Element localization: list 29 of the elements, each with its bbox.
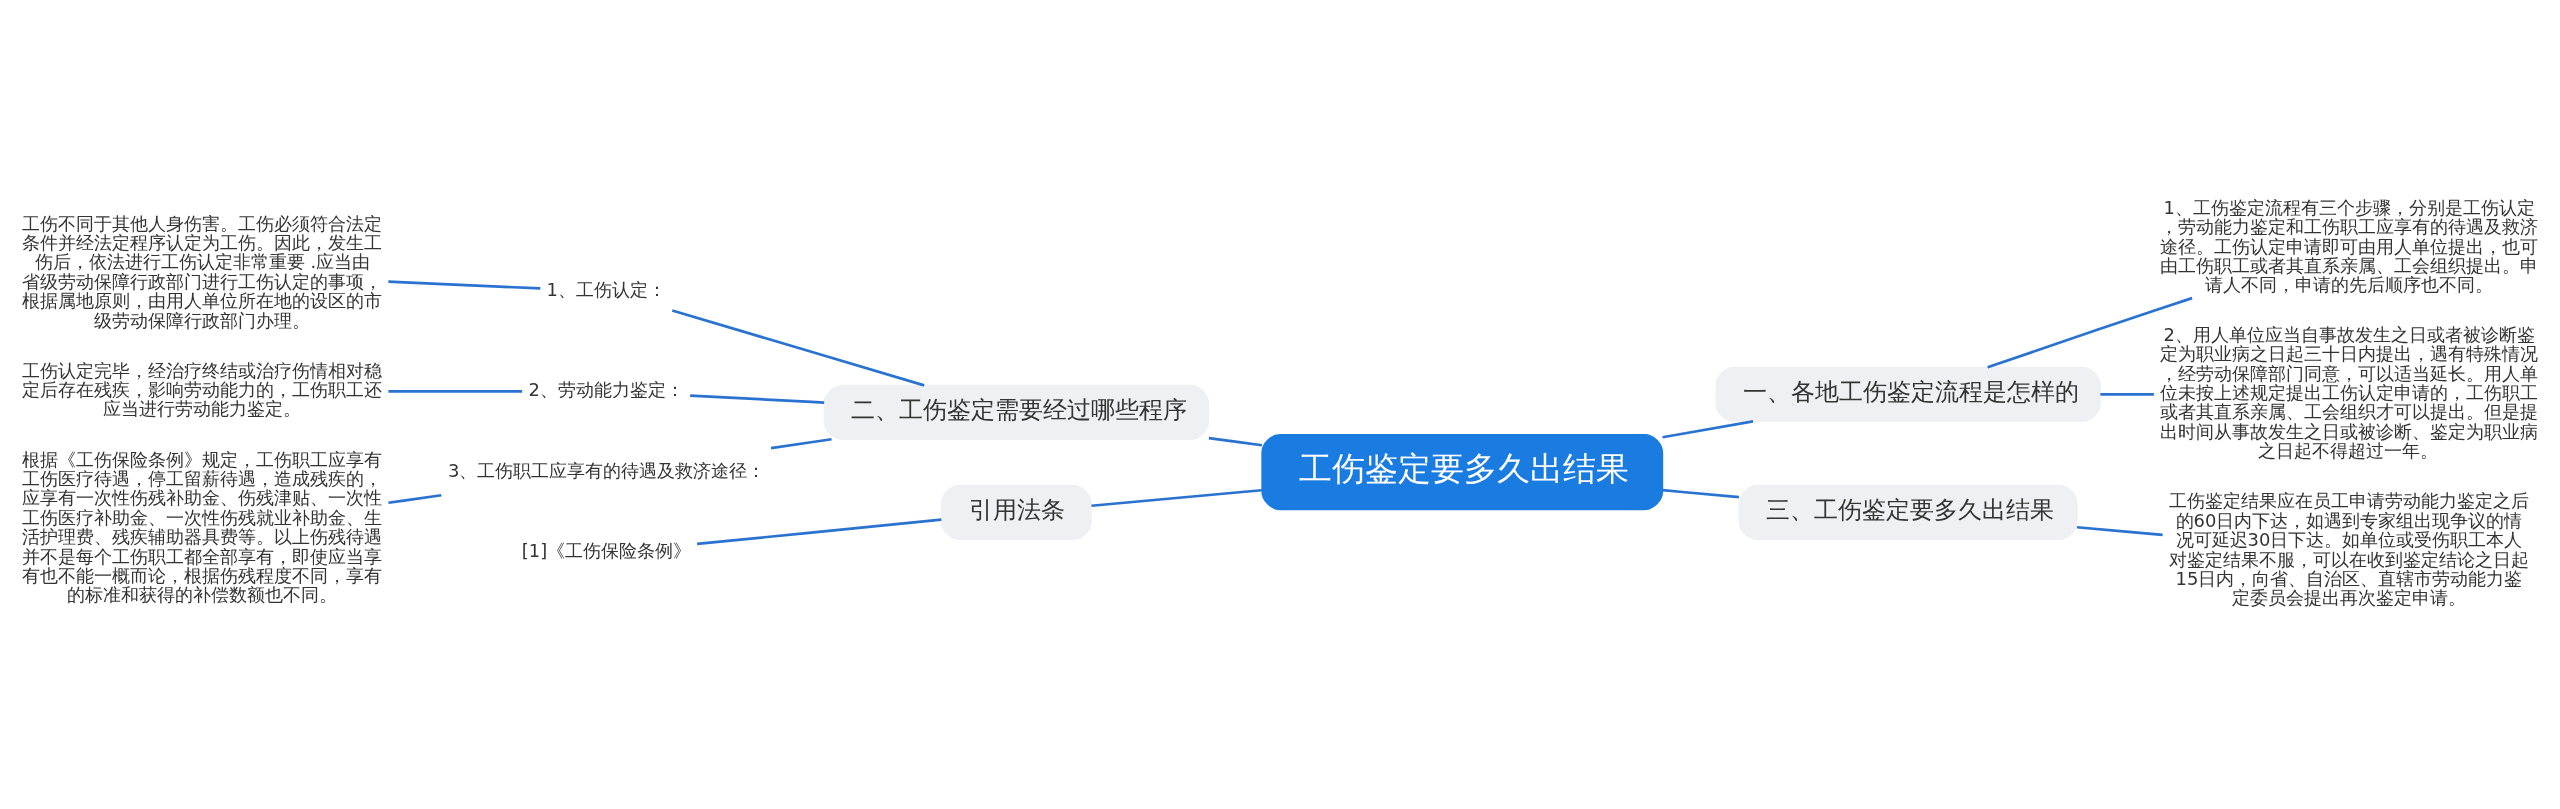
node-box: 一、各地工伤鉴定流程是怎样的: [1715, 366, 2101, 423]
connector: [1091, 488, 1262, 508]
node-box: 二、工伤鉴定需要经过哪些程序: [823, 384, 1210, 440]
node-text: 1、工伤鉴定流程有三个步骤，分别是工伤认定，劳动能力鉴定和工伤职工应享有的待遇及救济途径。工伤认定申请即可由用人单位提出，也可由工伤职工或者其直系亲属、工会组织提出。申请人不同，申请的先后顺序也不同。: [2159, 196, 2538, 296]
connector: [388, 280, 541, 290]
connector: [2076, 525, 2163, 537]
connector: [1208, 436, 1263, 447]
node-text: 根据《工伤保险条例》规定，工伤职工应享有工伤医疗待遇，停工留薪待遇，造成残疾的，应享有一次性伤残补助金、伤残津贴、一次性工伤医疗补助金、一次性伤残就业补助金、生活护理费、残疾辅助器具费等。以上伤残待遇并不是每个工伤职工都全部享有，即使应当享有也不能一概而论，根据伤残程度不同，享有的标准和获得的补偿数额也不同。: [22, 448, 383, 606]
node-text: 1、工伤认定：: [546, 278, 666, 300]
node-text: 工伤不同于其他人身伤害。工伤必须符合法定条件并经法定程序认定为工伤。因此，发生工伤后，依法进行工伤认定非常重要 .应当由省级劳动保障行政部门进行工伤认定的事项，根据属地原则，由用人单位所在地的设区的市级劳动保障行政部门办理。: [22, 212, 383, 331]
node-text: 工伤鉴定结果应在员工申请劳动能力鉴定之后的60日内下达，如遇到专家组出现争议的情况可延迟30日下达。如单位或受伤职工本人对鉴定结果不服，可以在收到鉴定结论之日起15日内，向省、自治区、直辖市劳动能力鉴定委员会提出再次鉴定申请。: [2168, 490, 2529, 609]
connector: [770, 437, 832, 450]
node-text: 3、工伤职工应享有的待遇及救济途径：: [447, 459, 766, 481]
connector: [671, 309, 925, 387]
connector: [690, 394, 825, 404]
node-text: 2、劳动能力鉴定：: [528, 379, 684, 401]
connector: [1987, 296, 2193, 369]
node-text: 2、用人单位应当自事故发生之日或者被诊断鉴定为职业病之日起三十日内提出，遇有特殊情况，经劳动保障部门同意，可以适当延长。用人单位未按上述规定提出工伤认定申请的，工伤职工或者其直系亲属、工会组织才可以提出。但是提出时间从事故发生之日或被诊断、鉴定为职业病之日起不得超过一年。: [2159, 323, 2538, 462]
connector: [1662, 420, 1754, 439]
node-box: 工伤鉴定要多久出结果: [1261, 434, 1664, 511]
connector: [2100, 393, 2154, 396]
connector: [1662, 488, 1740, 499]
node-box: 三、工伤鉴定要多久出结果: [1738, 484, 2078, 541]
connector: [696, 518, 942, 546]
connector: [388, 390, 523, 393]
node-box: 引用法条: [940, 484, 1092, 541]
connector: [388, 493, 442, 505]
node-text: [1]《工伤保险条例》: [521, 540, 692, 562]
node-text: 工伤认定完毕，经治疗终结或治疗伤情相对稳定后存在残疾，影响劳动能力的，工伤职工还应当进行劳动能力鉴定。: [22, 359, 383, 420]
